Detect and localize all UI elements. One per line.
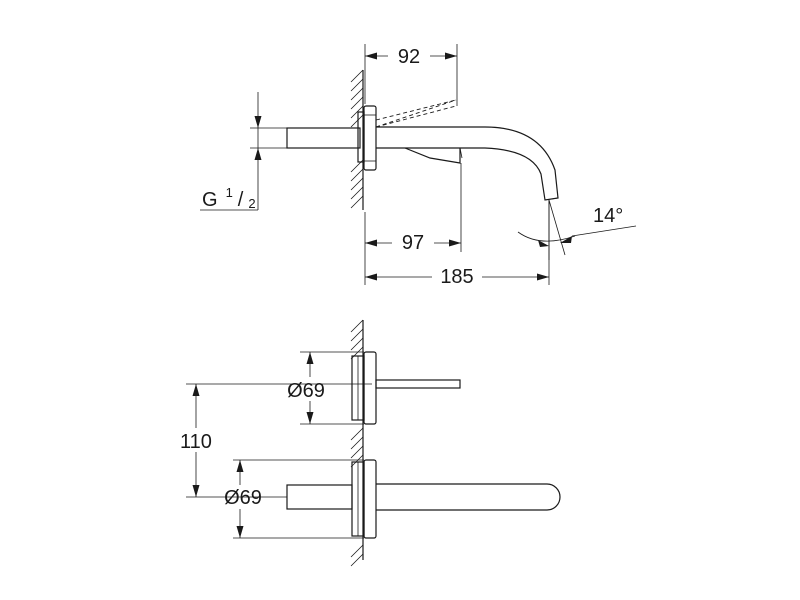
lever-handle	[404, 147, 463, 164]
wall-hatch-line	[350, 168, 364, 182]
connection-pipe-lower	[286, 484, 353, 510]
spout-top	[376, 483, 561, 511]
thread-label: G 1 / 2	[202, 184, 256, 211]
dim-185: 185	[364, 200, 550, 288]
wall-hatch-line	[350, 454, 364, 468]
wall-hatch-line	[350, 445, 364, 459]
dim-dia-lower: Ø69	[212, 459, 364, 539]
dim-97: 97	[364, 163, 462, 254]
lever-alt-position	[375, 99, 457, 128]
dim-dia-upper-label: Ø69	[287, 380, 325, 402]
dim-dia-lower-label: Ø69	[224, 487, 262, 509]
front-view: Ø69 Ø69 110	[170, 319, 561, 567]
dim-110: 110	[170, 383, 372, 498]
spout-rosette	[351, 459, 377, 539]
handle-lever	[375, 379, 461, 389]
wall-hatch-line	[350, 78, 364, 92]
wall-hatch-line	[350, 87, 364, 101]
wall-hatch-line	[350, 553, 364, 567]
spout	[376, 126, 559, 201]
wall-lower-side	[350, 319, 364, 567]
dim-92-label: 92	[398, 46, 420, 68]
wall-hatch-line	[350, 436, 364, 450]
wall-hatch-line	[350, 328, 364, 342]
wall-hatch-line	[350, 114, 364, 128]
wall-hatch-line	[350, 544, 364, 558]
wall-hatch-line	[350, 69, 364, 83]
wall-hatch-line	[350, 96, 364, 110]
wall-hatch-line	[350, 346, 364, 360]
wall-hatch-line	[350, 319, 364, 333]
dim-thread: G 1 / 2	[200, 92, 287, 211]
dim-185-label: 185	[440, 266, 473, 288]
dim-92: 92	[364, 44, 458, 106]
wall-hatch-line	[350, 177, 364, 191]
handle-rosette	[351, 351, 377, 425]
wall-hatch-line	[350, 195, 364, 209]
side-view: 92 97 185	[200, 44, 637, 288]
angle-label: 14°	[593, 205, 623, 227]
wall-hatch-line	[350, 105, 364, 119]
dim-97-label: 97	[402, 232, 424, 254]
connection-pipe	[286, 127, 361, 149]
dim-angle: 14°	[517, 199, 637, 260]
wall-rosette	[357, 105, 377, 171]
dim-110-label: 110	[180, 431, 212, 453]
wall-hatch-line	[350, 427, 364, 441]
dim-dia-upper: Ø69	[274, 351, 364, 425]
wall-upper-side	[350, 69, 364, 210]
wall-hatch-line	[350, 186, 364, 200]
wall-hatch-line	[350, 337, 364, 351]
